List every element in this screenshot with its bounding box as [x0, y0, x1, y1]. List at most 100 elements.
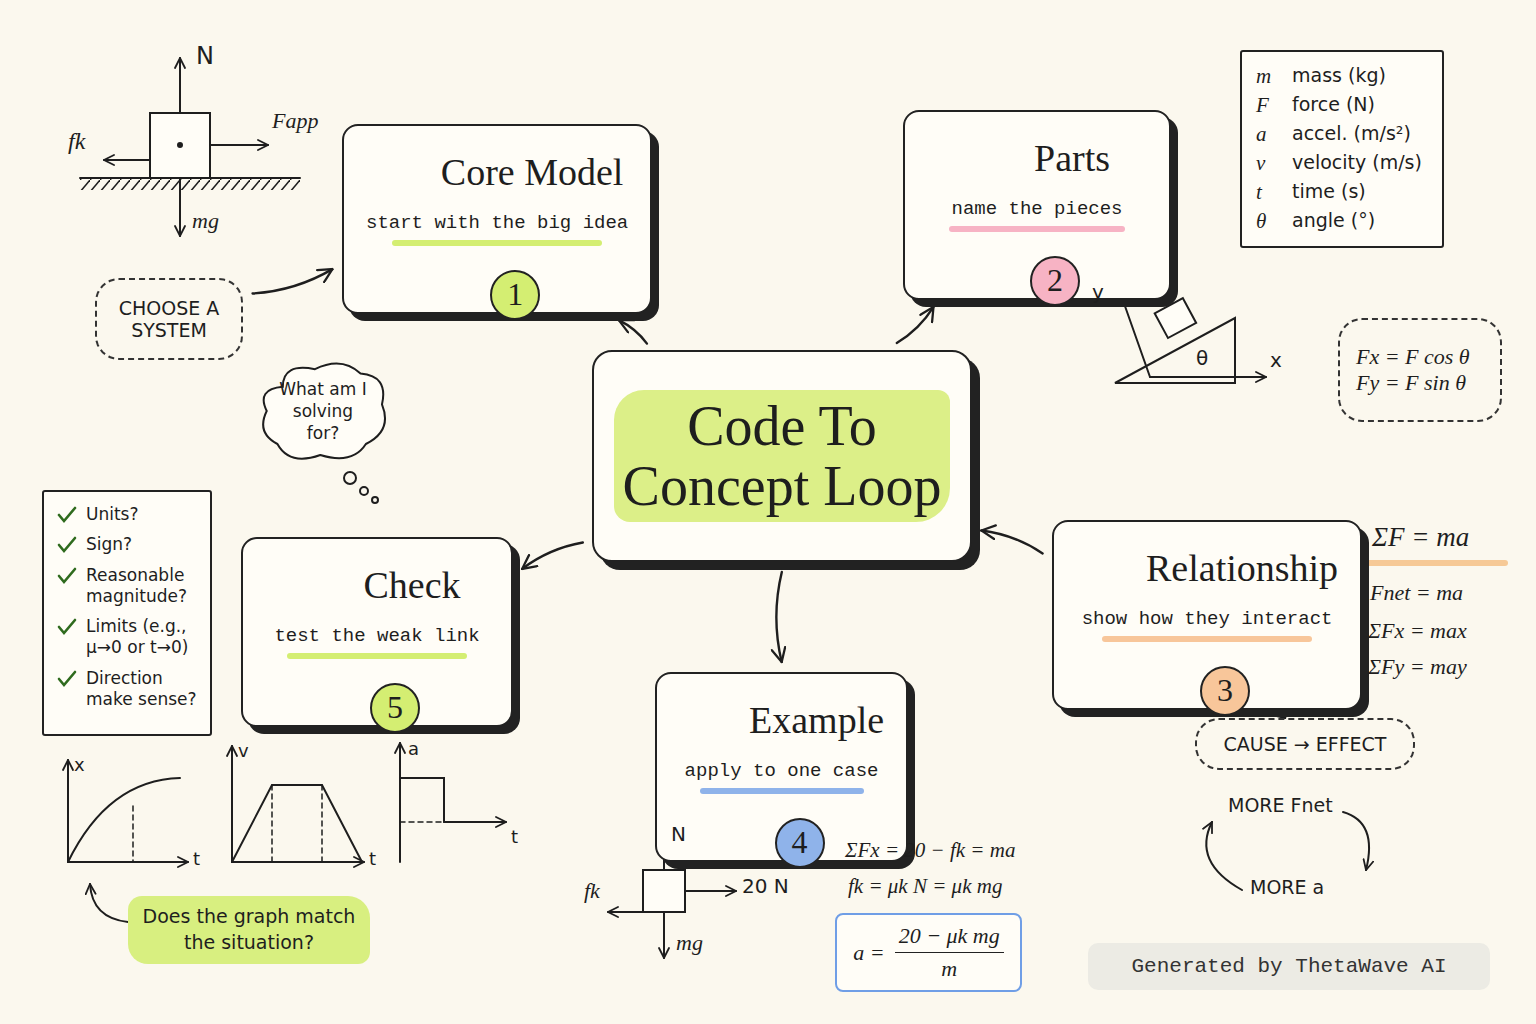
step-subtitle: show how they interact [1082, 608, 1333, 630]
watermark-box: Generated by ThetaWave AI [1088, 943, 1490, 990]
variable-meaning: angle (°) [1292, 209, 1428, 234]
diagram-label: N [671, 822, 686, 846]
check-mark [56, 617, 78, 637]
underline-bar [949, 226, 1125, 232]
diagram-label: ΣFy = may [1368, 654, 1467, 680]
note-text: Generated by ThetaWave AI [1131, 955, 1446, 978]
formula-lhs: a = [853, 940, 884, 966]
step-card: Checktest the weak link5 [241, 537, 513, 727]
diagram-label: x [74, 754, 85, 775]
diagram-label: MORE a [1250, 876, 1324, 898]
connector-arrow [776, 572, 781, 662]
thought-dots [344, 472, 378, 503]
step-card: Core Model start with the big idea 1 [342, 124, 652, 314]
note-text: Does the graph match the situation? [138, 904, 360, 955]
check-mark [56, 505, 78, 525]
diagram-label: mg [676, 930, 703, 956]
underline-bar [700, 788, 864, 794]
step-number: 2 [1047, 262, 1063, 299]
diagram-label: x [1270, 348, 1282, 372]
checklist-item: Units? [86, 504, 139, 525]
step-card: Partsname the pieces2 [903, 110, 1171, 300]
diagram-label: ΣFx = 20 − fk = ma [845, 838, 1015, 863]
check-mark [56, 566, 78, 586]
step-subtitle: apply to one case [685, 760, 879, 782]
underline-bar [392, 240, 602, 246]
central-title: Code To Concept Loop [614, 390, 950, 523]
step-subtitle: test the weak link [274, 625, 479, 647]
diagram-label: mg [192, 208, 219, 234]
variable-meaning: velocity (m/s) [1292, 151, 1428, 176]
central-concept-box: Code To Concept Loop [592, 350, 972, 562]
step-card: Example apply to one case 4 [655, 672, 908, 862]
step-number: 1 [507, 276, 523, 313]
dashed-note-box: Fx = F cos θFy = F sin θ [1338, 318, 1502, 422]
variable-meaning: time (s) [1292, 180, 1428, 205]
variable-symbol: F [1256, 93, 1284, 118]
diagram-label: Fapp [272, 108, 318, 134]
step-heading: Core Model [441, 152, 624, 194]
connector-arrow [897, 307, 934, 343]
thought-cloud: What am I solving for? [256, 356, 390, 466]
connector-arrow [522, 543, 583, 569]
note-text: Fy = F sin θ [1356, 370, 1466, 396]
variable-meaning: force (N) [1292, 93, 1428, 118]
step-subtitle: start with the big idea [366, 212, 628, 234]
connector-arrow [619, 320, 647, 343]
variable-meaning: mass (kg) [1292, 64, 1428, 89]
diagram-label: Fnet = ma [1370, 580, 1463, 606]
note-text: CAUSE → EFFECT [1224, 733, 1387, 755]
variable-symbol: θ [1256, 209, 1284, 234]
check-mark [56, 669, 78, 689]
dashed-note-box: CHOOSE A SYSTEM [95, 278, 243, 360]
diagram-label: 20 N [742, 874, 789, 898]
diagram-label: MORE Fnet [1228, 794, 1333, 816]
step-number-circle: 1 [490, 270, 540, 320]
step-subtitle: name the pieces [951, 198, 1122, 220]
variable-table: mmass (kg)Fforce (N)aaccel. (m/s²)vveloc… [1240, 50, 1444, 248]
variable-meaning: accel. (m/s²) [1292, 122, 1428, 147]
fraction-numerator: 20 − μk mg [895, 923, 1004, 952]
dashed-note-box: CAUSE → EFFECT [1195, 718, 1415, 770]
highlight-note: Does the graph match the situation? [128, 896, 370, 964]
incline-diagram [1115, 292, 1266, 383]
connector-arrow [1279, 710, 1285, 718]
step-heading: Relationship [1146, 548, 1338, 590]
step-card: Relationship show how they interact 3 [1052, 520, 1362, 710]
diagram-label: ΣFx = max [1368, 618, 1467, 644]
variable-symbol: t [1256, 180, 1284, 205]
diagram-label: θ [1196, 346, 1208, 370]
step-number-circle: 4 [775, 818, 825, 868]
formula-box: a = 20 − μk mgm [835, 913, 1022, 992]
checklist-box: Units? Sign? Reasonable magnitude? Limits (… [42, 490, 212, 736]
fraction-denominator: m [895, 952, 1004, 982]
checklist-row: Limits (e.g., μ→0 or t→0) [56, 616, 200, 659]
checklist-row: Sign? [56, 534, 200, 555]
diagram-label: N [196, 42, 214, 70]
diagram-label: t [511, 826, 518, 847]
underline-bar [1102, 636, 1312, 642]
diagram-label: fk [68, 128, 85, 155]
connector-arrow [981, 531, 1042, 554]
check-mark [56, 535, 78, 555]
checklist-item: Reasonable magnitude? [86, 565, 200, 608]
step-number-circle: 5 [370, 683, 420, 733]
connector-arrow [253, 269, 333, 293]
checklist-row: Units? [56, 504, 200, 525]
fraction: 20 − μk mgm [895, 923, 1004, 982]
note-text: Fx = F cos θ [1356, 344, 1470, 370]
diagram-label: fk = μk N = μk mg [848, 874, 1002, 899]
underline-bar [287, 653, 466, 659]
diagram-label: y [1092, 280, 1104, 304]
step-heading: Example [749, 700, 884, 742]
free-body-diagram [80, 58, 300, 236]
note-text: CHOOSE A SYSTEM [113, 297, 225, 341]
step-number: 4 [792, 824, 808, 861]
diagram-label: fk [584, 878, 600, 904]
diagram-label: a [408, 738, 419, 759]
checklist-row: Direction make sense? [56, 668, 200, 711]
step-heading: Check [363, 565, 460, 607]
step-number: 3 [1217, 672, 1233, 709]
variable-symbol: v [1256, 151, 1284, 176]
checklist-row: Reasonable magnitude? [56, 565, 200, 608]
